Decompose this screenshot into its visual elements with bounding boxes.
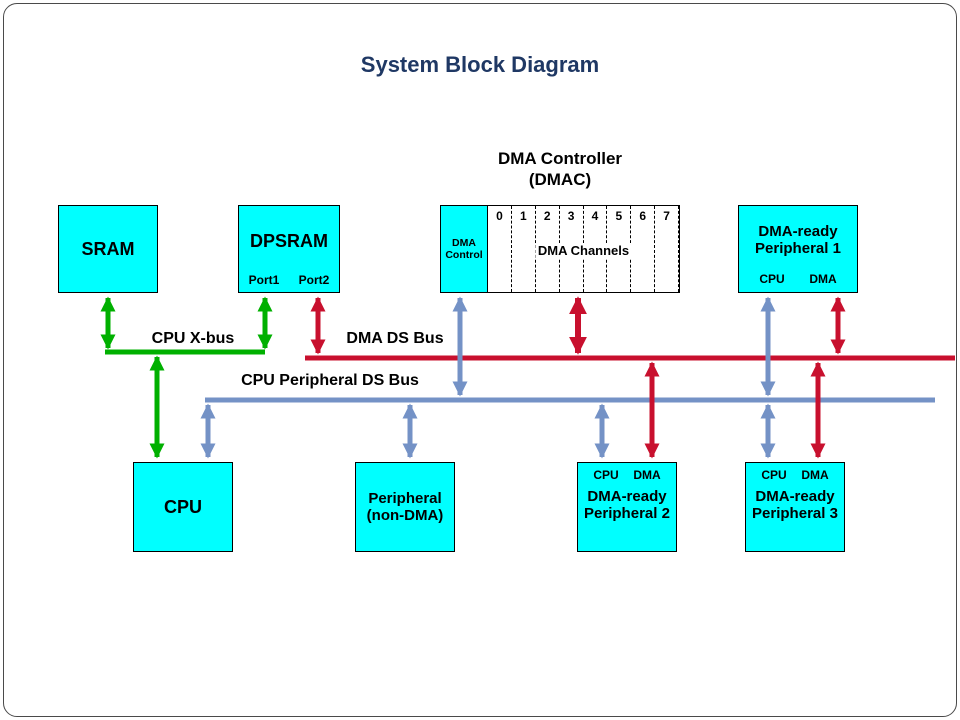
peripheral3-label-line2: Peripheral 3 xyxy=(752,505,838,522)
peripheral1-label-line2: Peripheral 1 xyxy=(755,240,841,257)
dma-channel-number: 2 xyxy=(543,209,551,223)
page-title: System Block Diagram xyxy=(360,52,600,77)
peripheral-non-dma-line1: Peripheral xyxy=(368,490,442,507)
sram-block: SRAM xyxy=(58,205,158,293)
peripheral1-cpu-label: CPU xyxy=(759,272,785,286)
peripheral3-dma-label: DMA xyxy=(801,468,829,482)
peripheral2-dma-label: DMA xyxy=(633,468,661,482)
dma-control-label: DMA Control xyxy=(445,237,483,261)
dmac-title-line1: DMA Controller xyxy=(497,149,623,168)
dma-channel-number: 1 xyxy=(519,209,527,223)
peripheral2-label-line2: Peripheral 2 xyxy=(584,505,670,522)
dmac-block: DMA Control 0 1 2 3 4 5 6 7 DMA Channels xyxy=(440,205,680,293)
dma-ready-peripheral2-block: CPU DMA DMA-ready Peripheral 2 xyxy=(577,462,677,552)
port1-label: Port1 xyxy=(248,273,280,287)
dma-channels-label: DMA Channels xyxy=(534,243,633,258)
sram-label: SRAM xyxy=(81,238,135,259)
cpu-peripheral-ds-bus-label: CPU Peripheral DS Bus xyxy=(241,372,419,389)
peripheral3-label: DMA-ready Peripheral 3 xyxy=(746,488,844,522)
dmac-title: DMA Controller (DMAC) xyxy=(440,148,680,190)
dma-channel-number: 7 xyxy=(663,209,670,223)
dma-channel-cell-1: 1 xyxy=(512,206,536,292)
dma-channel-number: 5 xyxy=(615,209,623,223)
peripheral3-port-row: CPU DMA xyxy=(746,468,844,482)
peripheral2-port-row: CPU DMA xyxy=(578,468,676,482)
dma-control-section: DMA Control xyxy=(441,206,488,292)
cpu-label: CPU xyxy=(163,496,202,517)
peripheral1-label-line1: DMA-ready xyxy=(758,223,838,240)
peripheral3-label-line1: DMA-ready xyxy=(755,488,835,505)
dma-ready-peripheral3-block: CPU DMA DMA-ready Peripheral 3 xyxy=(745,462,845,552)
peripheral2-cpu-label: CPU xyxy=(593,468,619,482)
port2-label: Port2 xyxy=(298,273,330,287)
dma-channels-section: 0 1 2 3 4 5 6 7 DMA Channels xyxy=(488,206,679,292)
peripheral1-dma-label: DMA xyxy=(809,272,837,286)
cpu-xbus-label: CPU X-bus xyxy=(151,330,235,347)
peripheral-non-dma-block: Peripheral (non-DMA) xyxy=(355,462,455,552)
dma-channel-number: 0 xyxy=(496,209,503,223)
peripheral2-label: DMA-ready Peripheral 2 xyxy=(578,488,676,522)
dma-channel-cell-0: 0 xyxy=(488,206,512,292)
dma-ds-bus-label: DMA DS Bus xyxy=(346,330,444,347)
dma-channel-cell-7: 7 xyxy=(655,206,679,292)
dma-ready-peripheral1-block: DMA-ready Peripheral 1 CPU DMA xyxy=(738,205,858,293)
peripheral1-label: DMA-ready Peripheral 1 xyxy=(739,223,857,257)
peripheral1-port-row: CPU DMA xyxy=(739,272,857,286)
dpsram-label: DPSRAM xyxy=(249,230,328,251)
dma-channel-number: 4 xyxy=(591,209,599,223)
dma-channel-cell-6: 6 xyxy=(631,206,656,292)
peripheral-non-dma-line2: (non-DMA) xyxy=(366,507,444,524)
dmac-title-line2: (DMAC) xyxy=(528,170,592,189)
dma-channel-number: 6 xyxy=(639,209,647,223)
dma-channel-number: 3 xyxy=(567,209,575,223)
dpsram-ports-row: Port1 Port2 xyxy=(239,273,339,287)
peripheral2-label-line1: DMA-ready xyxy=(587,488,667,505)
dpsram-block: DPSRAM Port1 Port2 xyxy=(238,205,340,293)
cpu-block: CPU xyxy=(133,462,233,552)
slide-border xyxy=(3,3,957,717)
peripheral3-cpu-label: CPU xyxy=(761,468,787,482)
